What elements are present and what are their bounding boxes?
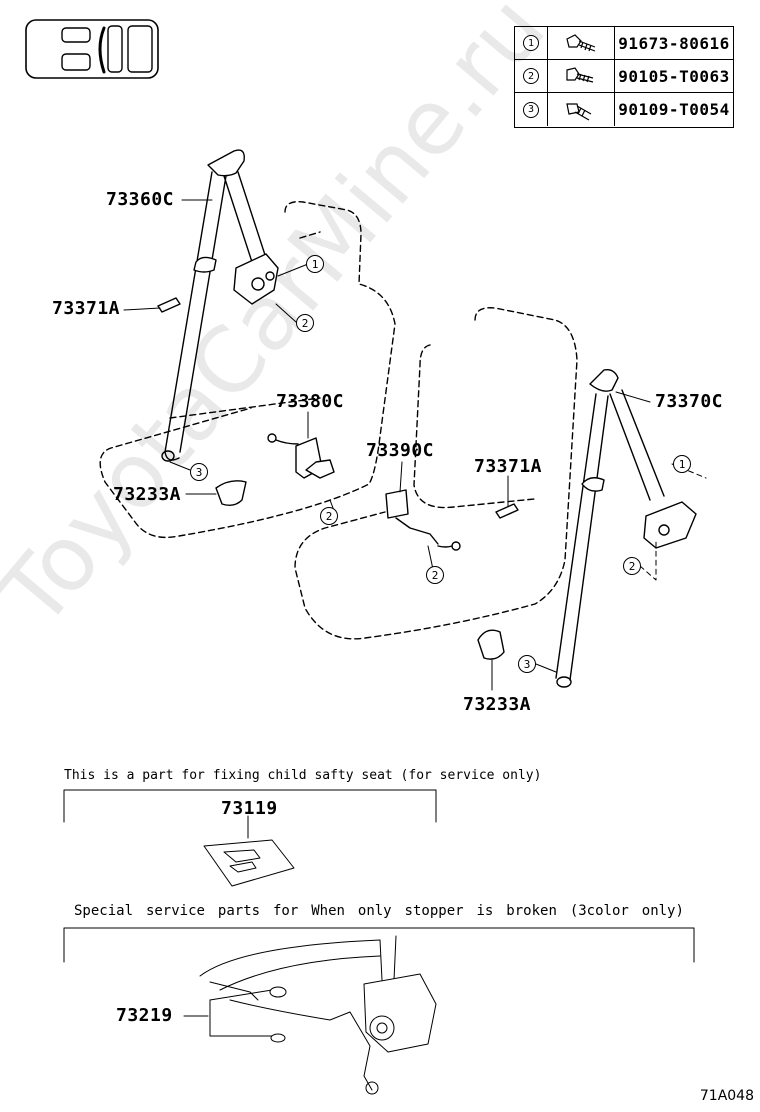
cover-73233a-right: [477, 629, 505, 660]
ref-circle: 1: [523, 35, 539, 51]
special-service-section: [63, 927, 695, 1095]
part-label-73371a-right: 73371A: [474, 456, 543, 477]
callout-circle: 2: [296, 314, 314, 332]
callout-circle: 1: [306, 255, 324, 273]
left-seat-outline: [99, 201, 396, 539]
special-service-note: Special service parts for When only stop…: [74, 903, 684, 919]
part-label-73119: 73119: [221, 798, 278, 819]
bolt-icon: [566, 67, 594, 83]
child-seat-note: This is a part for fixing child safty se…: [64, 768, 542, 783]
seat-belt-73360c: [161, 149, 279, 462]
vehicle-location-icon: [25, 19, 159, 79]
right-seat-outline: [294, 307, 578, 640]
callout-circle: 1: [673, 455, 691, 473]
part-label-73380c: 73380C: [276, 391, 345, 412]
table-row: 3 90109-T0054: [515, 93, 733, 126]
part-label-73233a-left: 73233A: [113, 484, 182, 505]
callout-circle: 2: [426, 566, 444, 584]
ref-circle: 3: [523, 101, 539, 118]
part-number: 90105-T0063: [618, 66, 730, 86]
figure-id: 71A048: [699, 1088, 754, 1104]
part-number: 90109-T0054: [618, 100, 730, 119]
cover-73233a-left: [215, 480, 247, 507]
callout-circle: 2: [320, 507, 338, 525]
part-label-73390c: 73390C: [366, 440, 435, 461]
bolt-icon: [566, 102, 592, 121]
callout-circle: 3: [190, 463, 208, 481]
seat-belt-73370c: [555, 368, 697, 688]
ref-circle: 2: [523, 68, 539, 84]
child-seat-section: [63, 789, 437, 887]
fastener-parts-table: 1 91673-80616 2 90105-T0063 3 90109-T005…: [514, 26, 734, 128]
callout-circle: 3: [518, 655, 536, 673]
bolt-icon: [566, 34, 596, 52]
part-label-73371a-left: 73371A: [52, 298, 121, 319]
callout-circle: 2: [623, 557, 641, 575]
belt-guide-73371a-left: [157, 297, 181, 313]
part-label-73370c: 73370C: [655, 391, 724, 412]
buckle-73380c: [267, 433, 335, 479]
part-label-73360c: 73360C: [106, 189, 175, 210]
part-label-73233a-right: 73233A: [463, 694, 532, 715]
part-number: 91673-80616: [618, 33, 730, 53]
buckle-73390c: [385, 489, 461, 551]
belt-guide-73371a-right: [495, 503, 519, 519]
table-row: 1 91673-80616: [515, 27, 733, 60]
table-row: 2 90105-T0063: [515, 60, 733, 93]
part-label-73219: 73219: [116, 1005, 173, 1026]
